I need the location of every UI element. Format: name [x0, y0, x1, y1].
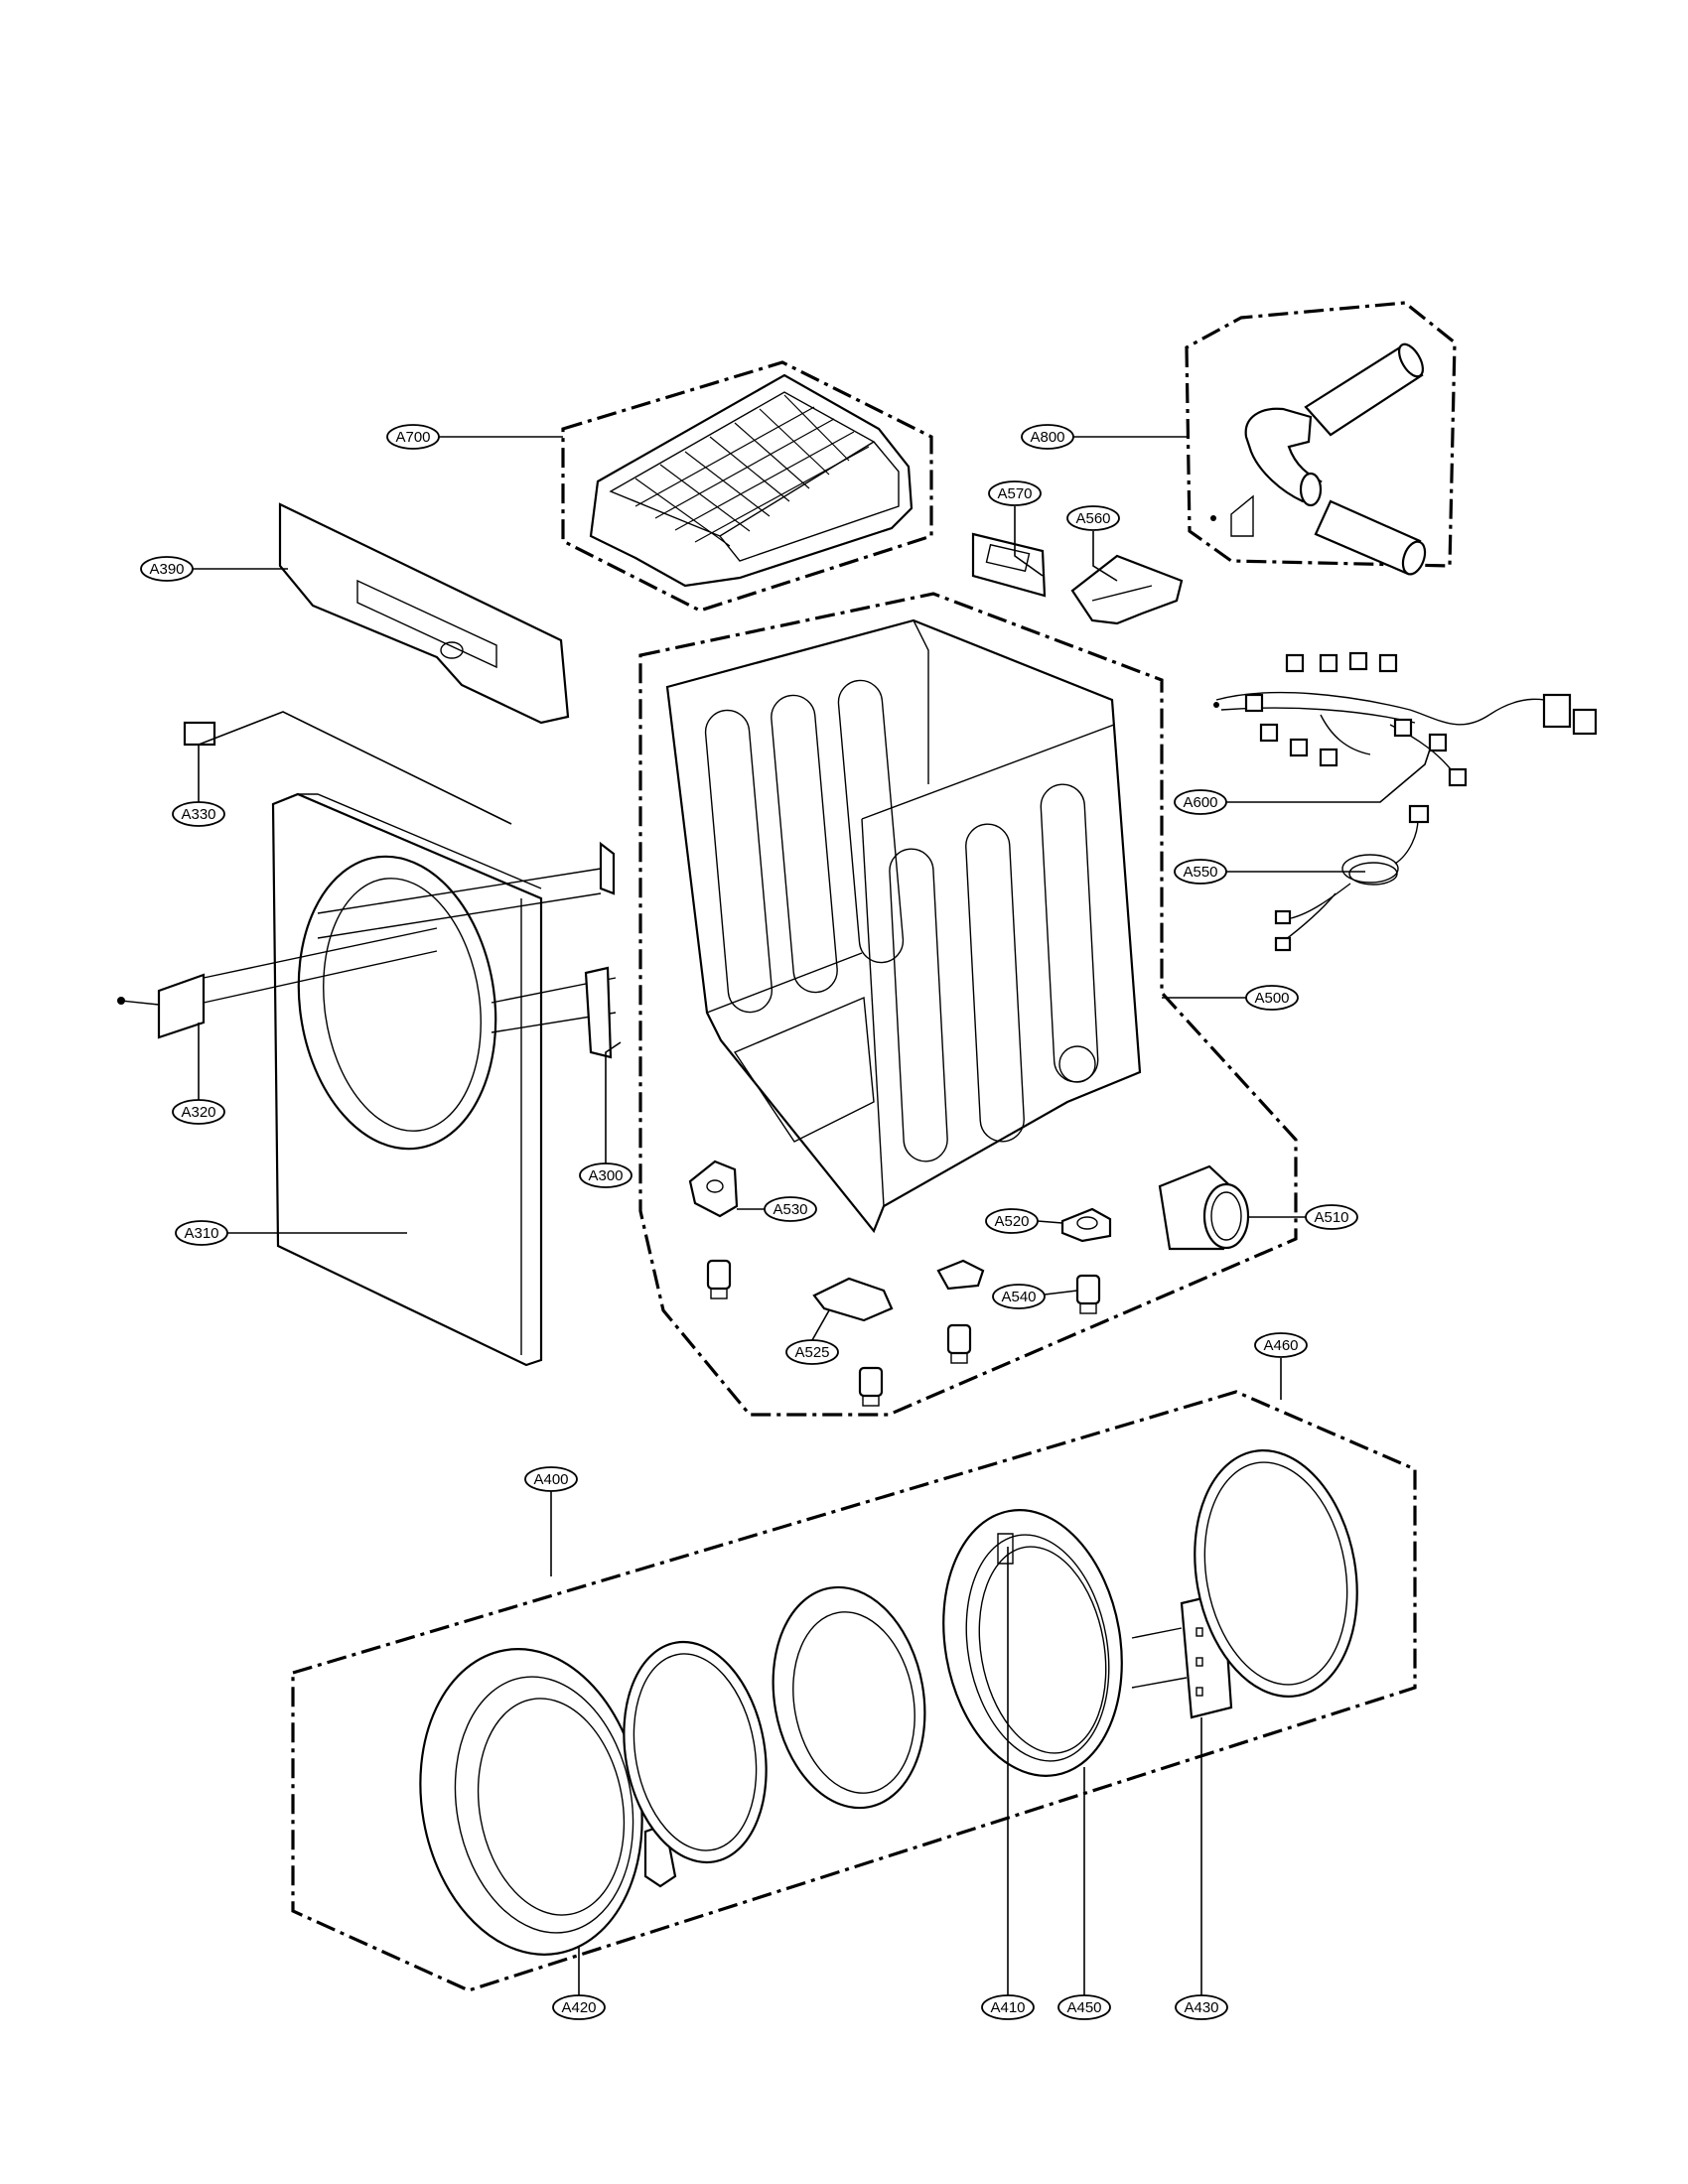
- group-boundary-a700: [561, 360, 933, 613]
- svg-text:A560: A560: [1075, 510, 1110, 527]
- svg-text:A460: A460: [1263, 1337, 1298, 1354]
- svg-text:A330: A330: [181, 806, 215, 823]
- callout-a300: A300: [579, 1162, 633, 1188]
- svg-text:A525: A525: [794, 1344, 829, 1361]
- callout-a800: A800: [1021, 424, 1074, 450]
- group-boundary-a500: [638, 592, 1298, 1417]
- callout-a570: A570: [988, 480, 1042, 506]
- group-boundaries: [291, 301, 1457, 1992]
- callout-a320: A320: [172, 1099, 225, 1125]
- callout-a520: A520: [985, 1208, 1039, 1234]
- part-power-cord: [1274, 804, 1430, 952]
- part-switch-a330: [183, 721, 216, 747]
- part-cabinet: [665, 618, 1142, 1234]
- part-control-panel-bracket: [278, 502, 570, 725]
- svg-text:A700: A700: [395, 429, 430, 446]
- part-leg-brackets: [688, 1160, 1112, 1322]
- callout-a460: A460: [1254, 1332, 1308, 1358]
- callout-a310: A310: [175, 1220, 228, 1246]
- callout-a450: A450: [1057, 1994, 1111, 2020]
- svg-text:A600: A600: [1183, 794, 1217, 811]
- part-bracket-a570: [971, 532, 1047, 598]
- svg-text:A450: A450: [1066, 1999, 1101, 2016]
- callouts: A700 A800 A570 A560 A390 A330 A600 A550 …: [140, 424, 1358, 2020]
- callout-a600: A600: [1174, 789, 1227, 815]
- svg-text:A390: A390: [149, 561, 184, 578]
- callout-a410: A410: [981, 1994, 1035, 2020]
- svg-text:A420: A420: [561, 1999, 596, 2016]
- group-boundary-a400: [291, 1390, 1417, 1992]
- svg-text:A510: A510: [1314, 1209, 1348, 1226]
- callout-a330: A330: [172, 801, 225, 827]
- svg-text:A400: A400: [533, 1471, 568, 1488]
- part-top-cover: [589, 373, 914, 588]
- svg-text:A410: A410: [990, 1999, 1025, 2016]
- callout-a560: A560: [1066, 505, 1120, 531]
- part-front-panel: [271, 792, 543, 1367]
- callout-a700: A700: [386, 424, 440, 450]
- part-duct-adapter-a560: [1070, 554, 1184, 625]
- svg-text:A320: A320: [181, 1104, 215, 1121]
- part-exhaust-duct-kit: [1210, 342, 1427, 576]
- leader-lines: [193, 436, 1431, 1995]
- callout-a400: A400: [524, 1466, 578, 1492]
- callout-a530: A530: [764, 1196, 817, 1222]
- part-leveling-legs: [706, 1259, 1101, 1407]
- part-door-gasket: [623, 1640, 768, 1864]
- callout-a500: A500: [1245, 985, 1299, 1011]
- svg-text:A430: A430: [1184, 1999, 1218, 2016]
- callout-a510: A510: [1305, 1204, 1358, 1230]
- part-door-inner-frame: [942, 1509, 1123, 1777]
- part-exhaust-duct-a510: [1158, 1164, 1250, 1251]
- callout-a420: A420: [552, 1994, 606, 2020]
- svg-text:A310: A310: [184, 1225, 218, 1242]
- svg-text:A530: A530: [773, 1201, 807, 1218]
- callout-a540: A540: [992, 1284, 1046, 1309]
- group-boundary-a800: [1185, 301, 1457, 568]
- part-wire-harness: [1213, 651, 1598, 787]
- svg-text:A500: A500: [1254, 990, 1289, 1007]
- svg-text:A520: A520: [994, 1213, 1029, 1230]
- svg-text:A540: A540: [1001, 1289, 1036, 1305]
- part-cross-brace: [117, 841, 617, 1059]
- callout-a525: A525: [785, 1339, 839, 1365]
- part-door-outer-ring: [1194, 1449, 1358, 1698]
- svg-text:A800: A800: [1030, 429, 1064, 446]
- svg-text:A570: A570: [997, 485, 1032, 502]
- svg-text:A550: A550: [1183, 864, 1217, 881]
- parts-illustration: [117, 342, 1598, 1956]
- part-door-glass: [772, 1585, 926, 1810]
- callout-a550: A550: [1174, 859, 1227, 885]
- svg-text:A300: A300: [588, 1167, 623, 1184]
- callout-a390: A390: [140, 556, 194, 582]
- callout-a430: A430: [1175, 1994, 1228, 2020]
